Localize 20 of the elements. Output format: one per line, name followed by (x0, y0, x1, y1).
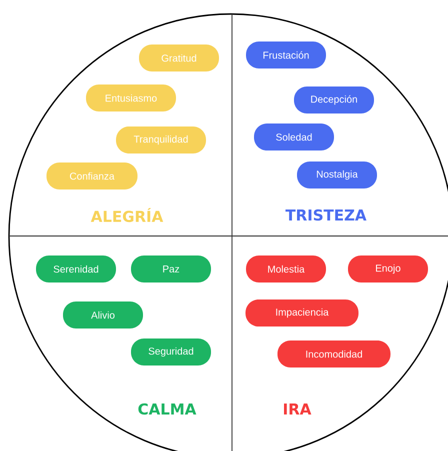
category-title: TRISTEZA (286, 209, 366, 221)
category-title: CALMA (138, 403, 196, 415)
emotion-pill: Nostalgia (297, 162, 377, 188)
emotion-pill: Molestia (246, 256, 326, 282)
emotion-pill: Paz (131, 256, 211, 282)
emotion-pill: Entusiasmo (86, 84, 176, 112)
emotion-pill: Enojo (348, 256, 428, 282)
emotion-pill: Frustación (246, 42, 326, 68)
emotion-pill: Gratitud (139, 44, 219, 72)
emotion-pill: Serenidad (36, 256, 116, 282)
emotion-pill: Incomodidad (278, 340, 390, 368)
emotion-pill: Seguridad (131, 338, 211, 366)
emotion-pill: Soledad (254, 124, 334, 150)
emotion-pill: Tranquilidad (116, 126, 206, 154)
emotion-pill: Alivio (63, 302, 143, 328)
emotion-pill: Impaciencia (246, 300, 358, 326)
category-title: ALEGRÍA (90, 208, 164, 222)
category-title: IRA (284, 404, 312, 414)
emotion-pill: Decepción (294, 86, 374, 114)
emotion-pill: Confianza (46, 162, 138, 190)
